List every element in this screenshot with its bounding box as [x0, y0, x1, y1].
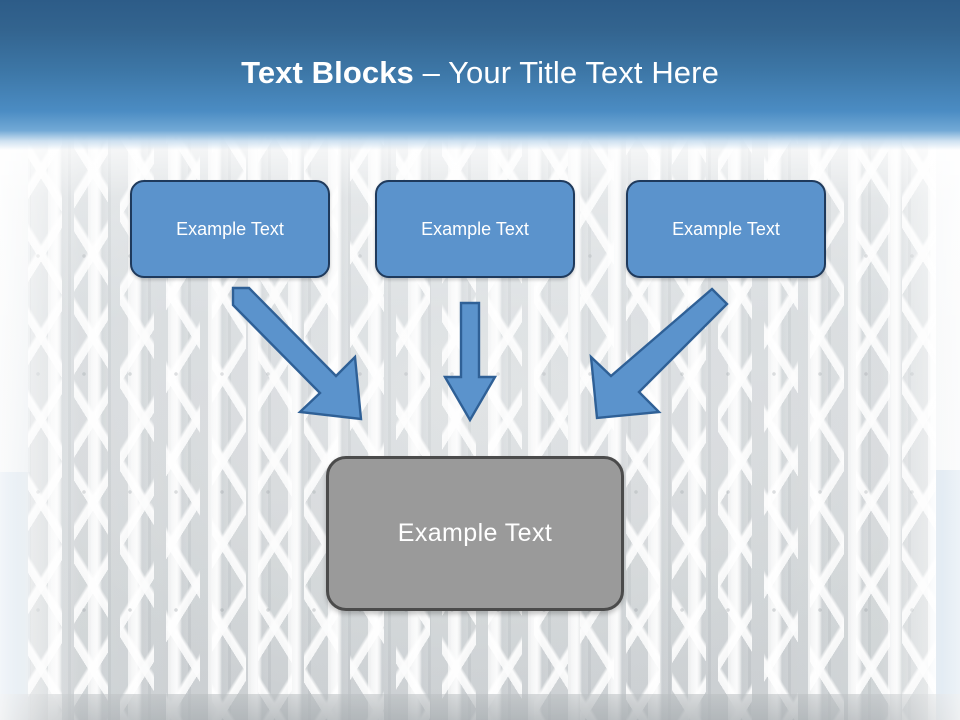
- text-block-1-label: Example Text: [176, 218, 284, 239]
- text-block-2[interactable]: Example Text: [375, 180, 575, 278]
- page-title-bold: Text Blocks: [241, 55, 423, 90]
- text-block-3-label: Example Text: [672, 218, 780, 239]
- text-block-1[interactable]: Example Text: [130, 180, 330, 278]
- title-banner: [0, 0, 960, 150]
- floor-strip: [0, 694, 960, 720]
- page-title: Text Blocks – Your Title Text Here: [0, 54, 960, 92]
- text-block-result[interactable]: Example Text: [326, 456, 624, 611]
- wall-left-upper: [0, 128, 30, 474]
- text-block-3[interactable]: Example Text: [626, 180, 826, 278]
- wall-left-lower: [0, 472, 30, 720]
- text-block-result-label: Example Text: [397, 519, 553, 547]
- page-title-rest: – Your Title Text Here: [422, 55, 719, 90]
- text-block-2-label: Example Text: [421, 218, 529, 239]
